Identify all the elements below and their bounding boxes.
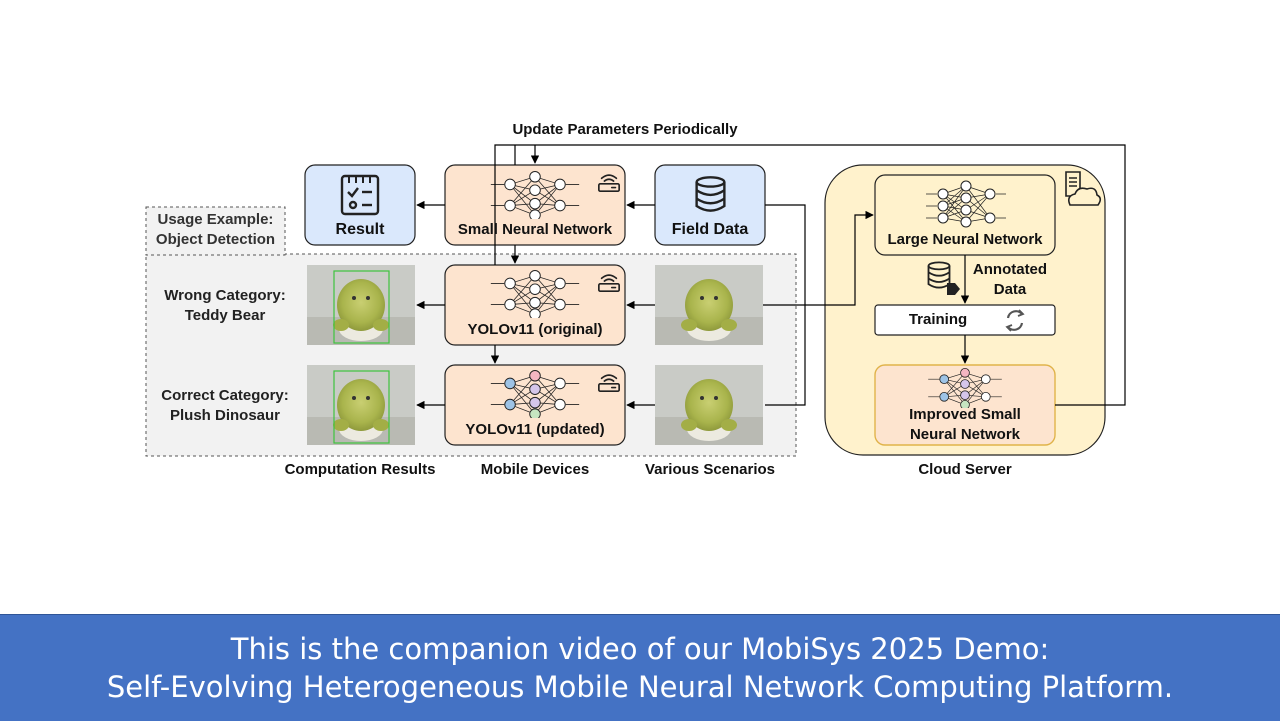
column-label-scenarios: Various Scenarios <box>644 461 776 478</box>
bounding-box <box>333 370 390 444</box>
large-neural-network-icon <box>926 180 1006 228</box>
wrong-category-label: Wrong Category: <box>164 287 286 304</box>
field-data-label: Field Data <box>671 221 749 238</box>
cloud-doc-icon <box>1065 171 1102 206</box>
column-label-cloud: Cloud Server <box>918 461 1012 478</box>
correct-category-value: Plush Dinosaur <box>169 407 281 424</box>
usage-example-label-2: Object Detection <box>155 231 276 248</box>
training-label: Training <box>908 311 968 328</box>
refresh-icon <box>1005 309 1025 332</box>
annotated-data-label-1: Annotated <box>972 261 1048 278</box>
detection-image-correct <box>307 365 415 445</box>
yolo-original-label: YOLOv11 (original) <box>467 321 603 338</box>
caption-line-1: This is the companion video of our MobiS… <box>230 632 1050 666</box>
update-parameters-label: Update Parameters Periodically <box>512 121 738 138</box>
usage-example-label-1: Usage Example: <box>157 211 274 228</box>
checklist-icon <box>340 174 380 216</box>
improved-nn-label-1: Improved Small <box>909 406 1021 423</box>
correct-category-label: Correct Category: <box>161 387 289 404</box>
wrong-category-value: Teddy Bear <box>184 307 266 324</box>
usage-example-tab <box>145 206 286 256</box>
improved-nn-label-2: Neural Network <box>909 426 1021 443</box>
column-label-results: Computation Results <box>284 461 436 478</box>
caption-line-2: Self-Evolving Heterogeneous Mobile Neura… <box>106 670 1174 704</box>
small-nn-label: Small Neural Network <box>457 221 613 238</box>
annotated-database-icon <box>927 261 960 295</box>
annotated-data-label-2: Data <box>993 281 1027 298</box>
result-node <box>304 164 416 246</box>
scenario-image-2 <box>655 365 763 445</box>
detection-image-wrong <box>307 265 415 345</box>
scenario-image-1 <box>655 265 763 345</box>
large-nn-label: Large Neural Network <box>887 231 1043 248</box>
yolo-updated-label: YOLOv11 (updated) <box>465 421 605 438</box>
result-label: Result <box>335 221 385 238</box>
column-label-mobile: Mobile Devices <box>480 461 590 478</box>
connectors <box>416 144 1126 410</box>
bounding-box <box>333 270 390 344</box>
caption-banner: This is the companion video of our MobiS… <box>0 614 1280 721</box>
